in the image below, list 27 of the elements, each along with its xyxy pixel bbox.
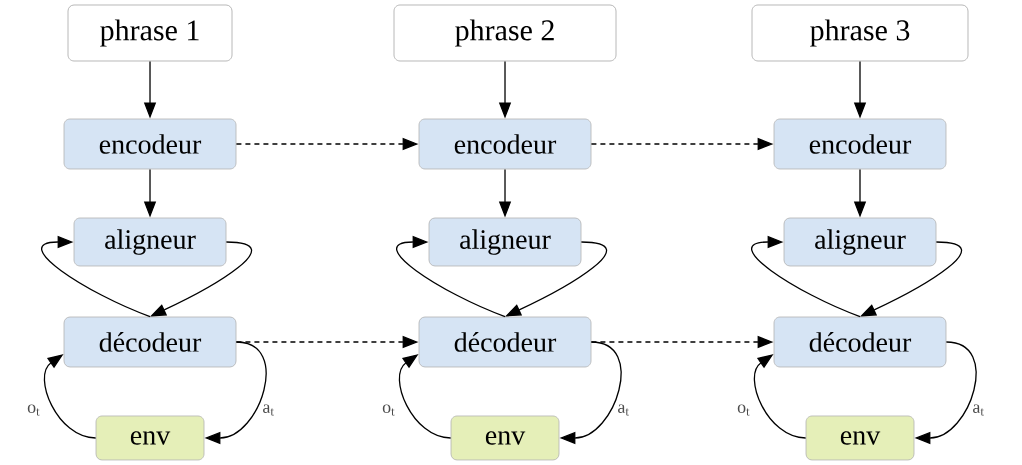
edge-label: a$_{t}$ xyxy=(618,404,629,416)
edge-label: o$_{t}$ xyxy=(27,404,40,416)
input-box: phrase 2 xyxy=(393,4,617,62)
input-box: phrase 3 xyxy=(751,4,969,62)
process-box: encodeur xyxy=(418,118,592,170)
process-box: décodeur xyxy=(773,316,947,368)
arrow xyxy=(396,235,506,318)
process-box: encodeur xyxy=(63,118,237,170)
arrow xyxy=(41,235,151,318)
edge-label: a$_{t}$ xyxy=(973,404,984,416)
process-box: aligneur xyxy=(428,217,582,267)
environment-box: env xyxy=(805,415,915,461)
process-box: aligneur xyxy=(73,217,227,267)
process-box: décodeur xyxy=(418,316,592,368)
edge-label: o$_{t}$ xyxy=(382,404,395,416)
edge-label: o$_{t}$ xyxy=(737,404,750,416)
arrow xyxy=(753,354,807,439)
process-box: encodeur xyxy=(773,118,947,170)
process-box: décodeur xyxy=(63,316,237,368)
edge-label: a$_{t}$ xyxy=(263,404,274,416)
process-box: aligneur xyxy=(783,217,937,267)
environment-box: env xyxy=(450,415,560,461)
arrow xyxy=(751,235,861,318)
input-box: phrase 1 xyxy=(67,4,233,62)
arrow xyxy=(43,354,97,439)
environment-box: env xyxy=(95,415,205,461)
arrow xyxy=(398,354,452,439)
